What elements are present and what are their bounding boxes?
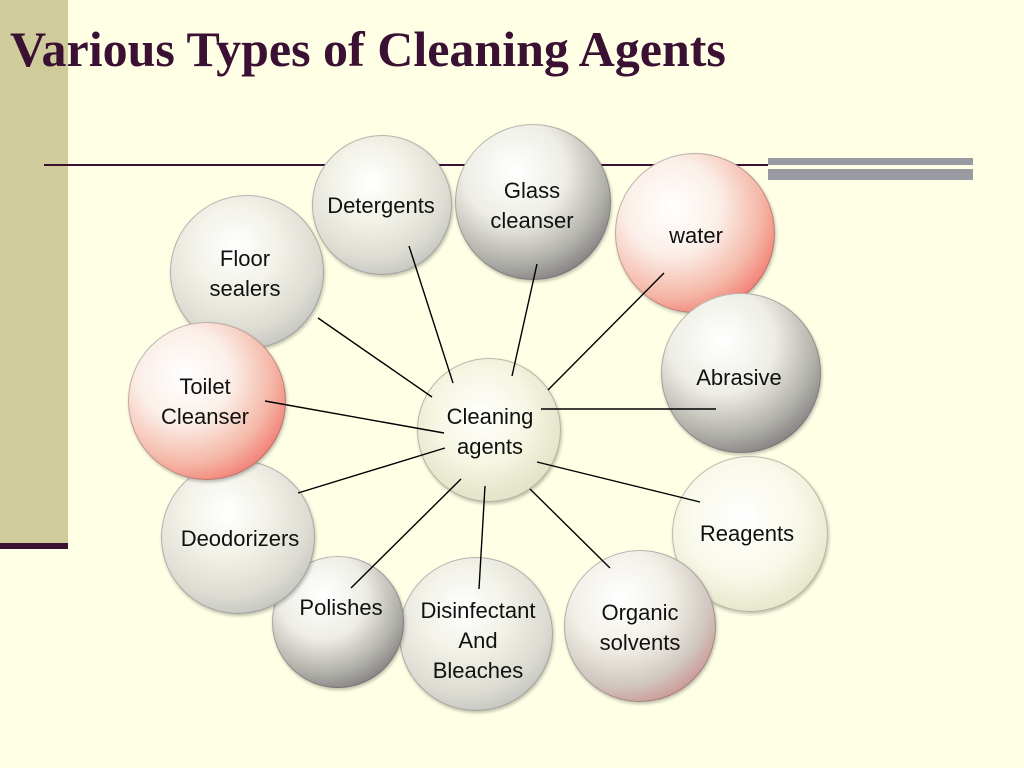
bubble-water <box>615 153 775 313</box>
connector-glass-cleanser <box>511 263 538 377</box>
bubble-disinfectant-and-bleaches <box>399 557 553 711</box>
connector-detergents <box>408 245 454 384</box>
bubble-glass-cleanser <box>455 124 611 280</box>
bubble-toilet-cleanser <box>128 322 286 480</box>
connector-disinfectant-and-bleaches <box>478 485 486 590</box>
connector-reagents <box>536 461 701 503</box>
connector-toilet-cleanser <box>264 400 445 434</box>
connector-deodorizers <box>297 447 446 494</box>
connector-floor-sealers <box>317 317 433 398</box>
connector-organic-solvents <box>529 488 611 569</box>
bubble-deodorizers <box>161 460 315 614</box>
connector-water <box>547 272 665 391</box>
bubble-detergents <box>312 135 452 275</box>
slide-title: Various Types of Cleaning Agents <box>10 21 726 77</box>
accent-bar <box>768 158 973 180</box>
bubble-abrasive <box>661 293 821 453</box>
connector-polishes <box>350 478 462 589</box>
bubble-organic-solvents <box>564 550 716 702</box>
sidebar-underline <box>0 543 68 549</box>
bubble-cleaning-agents <box>417 358 561 502</box>
connector-lines <box>264 245 716 590</box>
left-sidebar-decoration <box>0 0 68 546</box>
